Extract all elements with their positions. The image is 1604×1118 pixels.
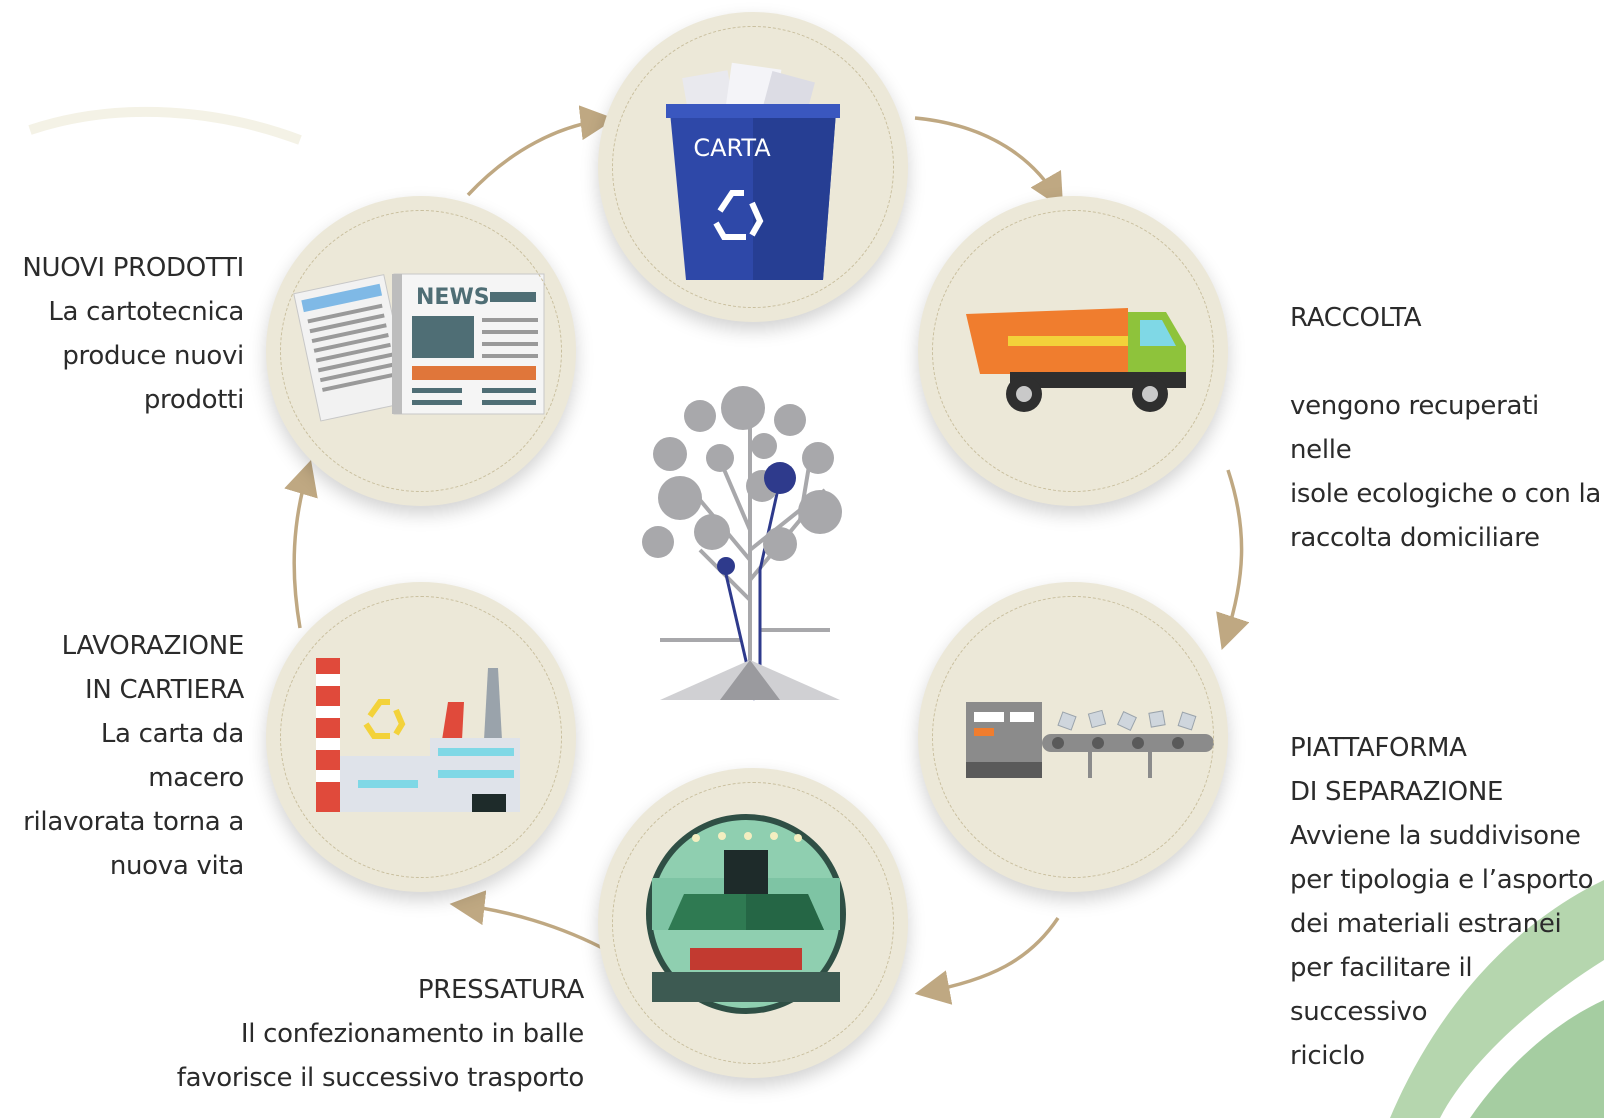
caption-line: isole ecologiche o con la <box>1290 479 1602 509</box>
caption-title: PIATTAFORMA <box>1290 733 1467 763</box>
caption-cartiera: LAVORAZIONE IN CARTIERA La carta da mace… <box>0 624 244 888</box>
arrow-separazione-to-pressatura <box>914 917 1060 1005</box>
step-prodotti: NEWS <box>266 196 576 506</box>
caption-separazione: PIATTAFORMA DI SEPARAZIONE Avviene la su… <box>1290 726 1604 1078</box>
caption-line: produce nuovi <box>62 341 244 371</box>
caption-raccolta: RACCOLTA vengono recuperati nelle isole … <box>1290 296 1604 560</box>
factory-icon <box>316 658 520 812</box>
caption-line: per facilitare il successivo <box>1290 953 1473 1027</box>
caption-line: rilavorata torna a <box>23 807 244 837</box>
caption-title: NUOVI PRODOTTI <box>22 253 244 283</box>
caption-line: favorisce il successivo trasporto <box>176 1063 585 1093</box>
caption-line: IN CARTIERA <box>85 675 244 705</box>
step-cartiera <box>266 582 576 892</box>
newspaper-label: NEWS <box>416 285 490 310</box>
recycling-bin-icon: CARTA <box>666 62 840 280</box>
caption-line: riciclo <box>1290 1041 1365 1071</box>
step-raccolta <box>918 196 1228 506</box>
bin-label: CARTA <box>693 134 771 162</box>
caption-line: Il confezionamento in balle <box>240 1019 584 1049</box>
step-pressatura <box>598 768 908 1078</box>
caption-pressatura: PRESSATURA Il confezionamento in balle f… <box>176 968 585 1100</box>
conveyor-icon <box>966 702 1214 778</box>
arrow-carta-to-raccolta <box>914 116 1064 210</box>
arrow-pressatura-to-cartiera <box>449 890 611 954</box>
arrow-raccolta-to-separazione <box>1216 469 1250 650</box>
caption-title: RACCOLTA <box>1290 303 1422 333</box>
caption-prodotti: NUOVI PRODOTTI La cartotecnica produce n… <box>22 246 244 422</box>
tree-icon <box>642 386 842 701</box>
caption-line: dei materiali estranei <box>1290 909 1562 939</box>
caption-line: raccolta domiciliare <box>1290 523 1540 553</box>
caption-line: vengono recuperati nelle <box>1290 391 1539 465</box>
recycle-symbol-icon <box>713 190 764 240</box>
caption-line: La cartotecnica <box>48 297 244 327</box>
caption-line: La carta da macero <box>100 719 244 793</box>
garbage-truck-icon <box>966 308 1186 412</box>
recycle-symbol-icon <box>363 699 406 739</box>
caption-line <box>1290 340 1604 384</box>
caption-title: LAVORAZIONE <box>61 631 245 661</box>
caption-title: PRESSATURA <box>417 975 584 1005</box>
newspaper-icon: NEWS <box>293 273 545 422</box>
step-carta: CARTA <box>598 12 908 322</box>
caption-line: prodotti <box>143 385 244 415</box>
arrow-prodotti-to-carta <box>466 105 616 197</box>
press-icon <box>646 814 846 1014</box>
caption-line: DI SEPARAZIONE <box>1290 777 1504 807</box>
caption-line: per tipologia e l’asporto <box>1290 865 1594 895</box>
arrow-cartiera-to-prodotti <box>284 459 318 629</box>
caption-line: nuova vita <box>109 851 244 881</box>
caption-line: Avviene la suddivisone <box>1290 821 1581 851</box>
step-separazione <box>918 582 1228 892</box>
